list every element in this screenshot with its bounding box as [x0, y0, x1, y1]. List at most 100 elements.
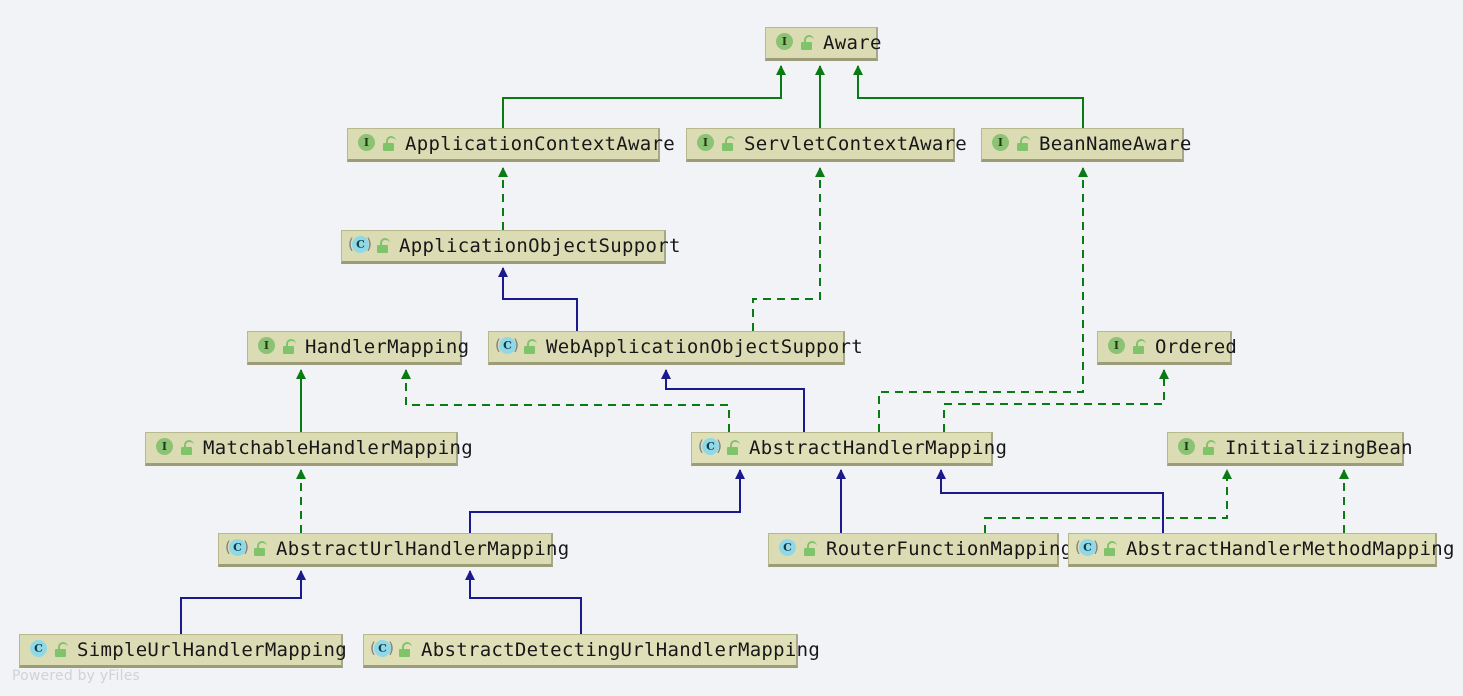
padlock-body — [383, 143, 394, 151]
type-letter: I — [992, 134, 1009, 151]
class-icon: ()C — [698, 437, 722, 459]
unlocked-padlock-icon — [398, 642, 412, 658]
padlock-body — [283, 346, 294, 354]
padlock-body — [377, 245, 388, 253]
unlocked-padlock-icon — [1016, 136, 1030, 152]
interface-icon: I — [355, 133, 377, 155]
uml-node-initializingBean[interactable]: I InitializingBean — [1167, 432, 1413, 466]
node-label: InitializingBean — [1225, 437, 1413, 459]
uml-node-abstractHandlerMapping[interactable]: ()C AbstractHandlerMapping — [691, 432, 1007, 466]
abstract-paren-right: ) — [513, 336, 519, 354]
abstract-paren-right: ) — [1093, 538, 1099, 556]
padlock-body — [55, 649, 66, 657]
class-icon: C — [27, 639, 49, 661]
unlocked-padlock-icon — [180, 440, 194, 456]
padlock-body — [181, 447, 192, 455]
unlocked-padlock-icon — [1132, 339, 1146, 355]
padlock-shackle — [184, 440, 194, 449]
type-letter: C — [374, 640, 391, 657]
interface-icon: I — [255, 336, 277, 358]
padlock-body — [1203, 447, 1214, 455]
class-icon: ()C — [370, 639, 394, 661]
yfiles-watermark: Powered by yFiles — [12, 668, 140, 684]
type-letter: C — [779, 539, 796, 556]
abstract-paren-right: ) — [366, 235, 372, 253]
padlock-shackle — [807, 541, 817, 550]
class-icon: ()C — [495, 336, 519, 358]
type-letter: I — [258, 337, 275, 354]
type-letter: I — [358, 134, 375, 151]
type-letter: I — [156, 438, 173, 455]
padlock-body — [804, 548, 815, 556]
node-label: BeanNameAware — [1039, 133, 1192, 155]
padlock-shackle — [257, 541, 267, 550]
node-label: Aware — [823, 32, 882, 54]
padlock-shackle — [804, 35, 814, 44]
abstract-paren-right: ) — [716, 437, 722, 455]
padlock-body — [524, 346, 535, 354]
abstract-paren-right: ) — [388, 639, 394, 657]
edge-abstractDetectingUrlHandlerMapping-to-abstractUrlHandlerMapping — [465, 570, 582, 634]
padlock-body — [254, 548, 265, 556]
class-icon: ()C — [225, 538, 249, 560]
edge-abstractHandlerMapping-to-webApplicationObjectSupport — [661, 369, 805, 432]
edge-abstractHandlerMapping-to-handlerMapping — [401, 369, 730, 432]
interface-icon: I — [153, 437, 175, 459]
class-icon: ()C — [1075, 538, 1099, 560]
unlocked-padlock-icon — [1103, 541, 1117, 557]
node-label: MatchableHandlerMapping — [203, 437, 473, 459]
edge-webApplicationObjectSupport-to-servletContextAware — [752, 167, 825, 331]
edge-abstractHandlerMapping-to-beanNameAware — [878, 167, 1088, 432]
uml-node-simpleUrlHandlerMapping[interactable]: C SimpleUrlHandlerMapping — [19, 634, 347, 668]
node-label: AbstractHandlerMapping — [749, 437, 1008, 459]
edge-applicationContextAware-to-aware — [502, 65, 786, 128]
abstract-paren-left: ( — [1075, 538, 1081, 556]
unlocked-padlock-icon — [1202, 440, 1216, 456]
class-icon: C — [776, 538, 798, 560]
padlock-shackle — [386, 136, 396, 145]
padlock-shackle — [730, 440, 740, 449]
padlock-shackle — [1206, 440, 1216, 449]
type-letter: C — [1079, 539, 1096, 556]
node-label: ApplicationObjectSupport — [399, 235, 681, 257]
node-label: Ordered — [1155, 336, 1238, 358]
padlock-body — [1133, 346, 1144, 354]
unlocked-padlock-icon — [523, 339, 537, 355]
padlock-shackle — [725, 136, 735, 145]
type-letter: C — [702, 438, 719, 455]
uml-node-abstractHandlerMethodMapping[interactable]: ()C AbstractHandlerMethodMapping — [1068, 533, 1454, 567]
uml-node-servletContextAware[interactable]: I ServletContextAware — [686, 128, 967, 162]
unlocked-padlock-icon — [54, 642, 68, 658]
padlock-shackle — [402, 642, 412, 651]
interface-icon: I — [694, 133, 716, 155]
node-label: AbstractHandlerMethodMapping — [1126, 538, 1455, 560]
type-letter: C — [499, 337, 516, 354]
padlock-shackle — [1136, 339, 1146, 348]
type-letter: C — [30, 640, 47, 657]
padlock-body — [1017, 143, 1028, 151]
unlocked-padlock-icon — [726, 440, 740, 456]
node-label: SimpleUrlHandlerMapping — [77, 639, 347, 661]
type-letter: C — [352, 236, 369, 253]
interface-icon: I — [989, 133, 1011, 155]
edge-abstractHandlerMethodMapping-to-abstractHandlerMapping — [936, 469, 1164, 533]
padlock-body — [727, 447, 738, 455]
edge-webApplicationObjectSupport-to-applicationObjectSupport — [498, 267, 578, 331]
uml-node-beanNameAware[interactable]: I BeanNameAware — [981, 128, 1191, 162]
node-label: ServletContextAware — [744, 133, 968, 155]
padlock-shackle — [380, 238, 390, 247]
abstract-paren-left: ( — [495, 336, 501, 354]
padlock-shackle — [58, 642, 68, 651]
uml-node-matchableHandlerMapping[interactable]: I MatchableHandlerMapping — [145, 432, 473, 466]
interface-icon: I — [1175, 437, 1197, 459]
